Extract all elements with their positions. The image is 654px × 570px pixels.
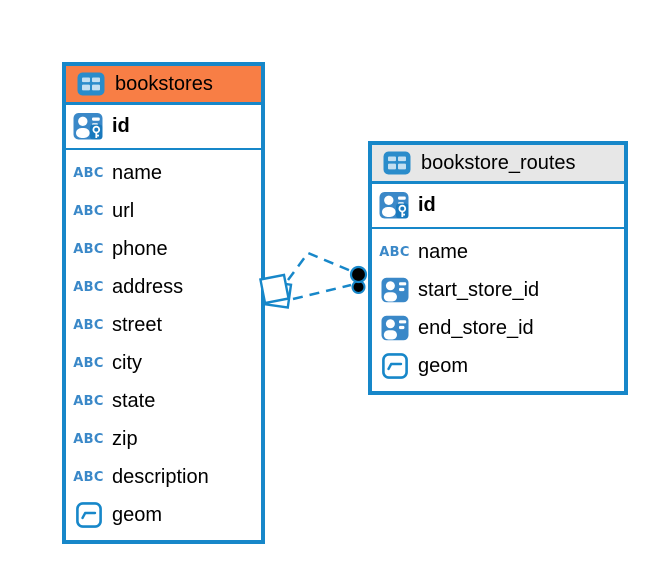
person-key-icon — [379, 191, 410, 220]
column-row[interactable]: ABC name — [73, 154, 254, 192]
text-abc-icon: ABC — [73, 317, 104, 333]
text-abc-icon: ABC — [73, 393, 104, 409]
text-abc-icon: ABC — [73, 203, 104, 219]
column-name: city — [112, 351, 142, 374]
column-list: ABC name ABC url ABC phone ABC address A… — [66, 150, 261, 540]
column-row[interactable]: ABC city — [73, 344, 254, 382]
geometry-icon — [379, 353, 410, 379]
column-row[interactable]: ABC phone — [73, 230, 254, 268]
column-row[interactable]: ABC zip — [73, 420, 254, 458]
person-id-icon — [379, 277, 410, 303]
column-name: description — [112, 465, 209, 488]
column-name: address — [112, 275, 184, 298]
column-row[interactable]: ABC url — [73, 192, 254, 230]
column-list: ABC name start_store_id — [372, 229, 624, 391]
column-row[interactable]: geom — [73, 496, 254, 534]
primary-key-name: id — [418, 194, 436, 216]
column-name: name — [418, 240, 469, 263]
entity-title: bookstore_routes — [421, 151, 576, 174]
column-row[interactable]: start_store_id — [379, 271, 617, 309]
column-name: end_store_id — [418, 316, 534, 339]
relationship-line[interactable] — [292, 283, 352, 301]
column-name: phone — [112, 237, 168, 260]
column-row[interactable]: end_store_id — [379, 309, 617, 347]
entity-header-bookstores[interactable]: bookstores — [66, 66, 261, 105]
column-name: zip — [112, 427, 138, 450]
primary-key-row[interactable]: id — [66, 105, 261, 150]
text-abc-icon: ABC — [73, 279, 104, 295]
column-name: name — [112, 161, 163, 184]
column-name: geom — [112, 503, 163, 526]
column-row[interactable]: ABC address — [73, 268, 254, 306]
table-icon — [75, 72, 106, 96]
text-abc-icon: ABC — [379, 244, 410, 260]
column-name: street — [112, 313, 163, 336]
column-name: url — [112, 199, 135, 222]
text-abc-icon: ABC — [73, 469, 104, 485]
relationship-line[interactable] — [286, 251, 352, 281]
text-abc-icon: ABC — [73, 431, 104, 447]
primary-key-row[interactable]: id — [372, 184, 624, 229]
column-name: start_store_id — [418, 278, 540, 301]
entity-header-bookstore-routes[interactable]: bookstore_routes — [372, 145, 624, 184]
person-key-icon — [73, 112, 104, 141]
column-row[interactable]: ABC street — [73, 306, 254, 344]
column-row[interactable]: ABC name — [379, 233, 617, 271]
column-name: state — [112, 389, 156, 412]
table-icon — [381, 151, 412, 175]
geometry-icon — [73, 502, 104, 528]
primary-key-name: id — [112, 115, 130, 137]
relationship-source-handle-icon[interactable] — [259, 273, 293, 309]
text-abc-icon: ABC — [73, 165, 104, 181]
entity-title: bookstores — [115, 72, 213, 95]
column-row[interactable]: ABC description — [73, 458, 254, 496]
entity-bookstore-routes[interactable]: bookstore_routes id ABC — [368, 141, 628, 395]
relationship-target-dot-icon[interactable] — [349, 265, 368, 294]
column-name: geom — [418, 354, 469, 377]
text-abc-icon: ABC — [73, 355, 104, 371]
column-row[interactable]: ABC state — [73, 382, 254, 420]
person-id-icon — [379, 315, 410, 341]
column-row[interactable]: geom — [379, 347, 617, 385]
entity-bookstores[interactable]: bookstores id ABC — [62, 62, 265, 544]
text-abc-icon: ABC — [73, 241, 104, 257]
